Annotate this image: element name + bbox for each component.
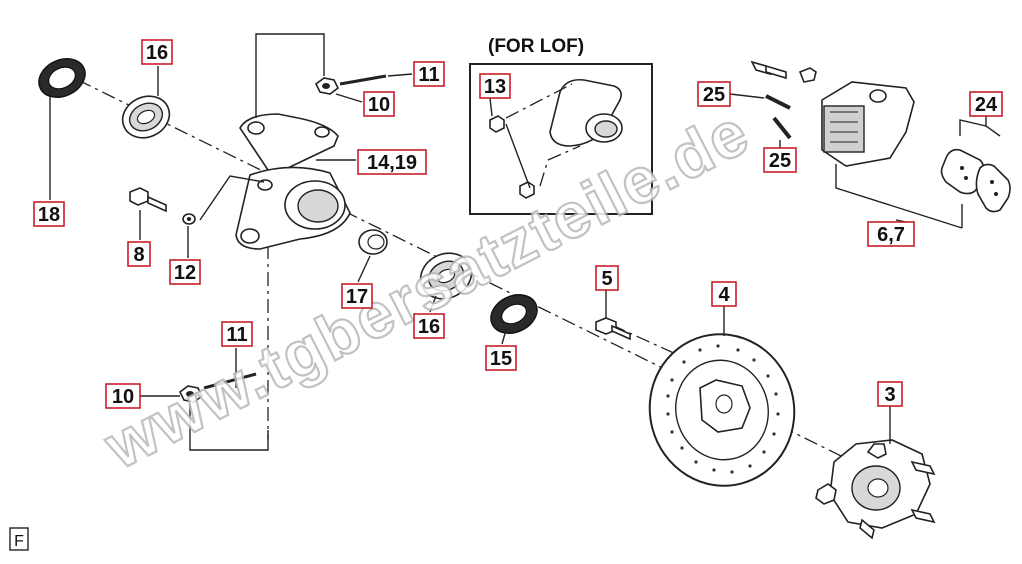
callout-25-upper-text: 25 (703, 84, 725, 106)
brake-disc-4 (648, 333, 796, 487)
cotter-pin-11-lower (203, 372, 257, 390)
callout-5: 5 (595, 265, 619, 291)
callout-16-upper-text: 16 (146, 42, 168, 64)
callout-6-7-text: 6,7 (877, 224, 905, 246)
callout-24-text: 24 (975, 94, 998, 116)
callout-10-upper: 10 (363, 91, 395, 117)
inset-for-lof (469, 63, 653, 215)
callout-17: 17 (341, 283, 373, 309)
callout-10-upper-text: 10 (368, 94, 390, 116)
bearing-16-lower (419, 252, 473, 300)
bearing-16-upper (121, 95, 171, 139)
callout-15: 15 (485, 345, 517, 371)
brake-pads-24 (940, 148, 1011, 213)
callout-10-lower: 10 (105, 383, 141, 409)
brake-caliper-6-7 (750, 60, 915, 167)
callout-6-7: 6,7 (867, 221, 915, 247)
callout-4-text: 4 (718, 284, 730, 306)
callout-24: 24 (969, 91, 1003, 117)
corner-mark: F (9, 527, 29, 551)
callout-18: 18 (33, 201, 65, 227)
caliper-bolt-25-lower (772, 116, 792, 140)
bolt-8 (129, 187, 167, 213)
callout-11-upper: 11 (413, 61, 445, 87)
callout-18-text: 18 (38, 204, 60, 226)
castle-nut-10-lower (178, 385, 204, 403)
oil-seal-15 (490, 294, 538, 334)
callout-11-lower: 11 (221, 321, 253, 347)
callout-16-upper: 16 (141, 39, 173, 65)
callout-5-text: 5 (601, 268, 612, 290)
callout-12-text: 12 (174, 262, 196, 284)
callout-labels: 18 16 8 12 11 10 14,19 17 16 15 11 10 13… (33, 39, 1003, 409)
inset-title: (FOR LOF) (488, 36, 584, 57)
callout-25-lower-text: 25 (769, 150, 791, 172)
callout-8: 8 (127, 241, 151, 267)
callout-15-text: 15 (490, 348, 512, 370)
callout-16-lower-text: 16 (418, 316, 440, 338)
callout-25-lower: 25 (763, 147, 797, 173)
castle-nut-10-upper (314, 77, 340, 95)
callout-12: 12 (169, 259, 201, 285)
callout-3: 3 (877, 381, 903, 407)
callout-11-lower-text: 11 (226, 324, 247, 346)
leader-lines (49, 33, 1001, 451)
wheel-hub-3 (815, 439, 936, 540)
cotter-pin-11-upper (339, 74, 387, 86)
washer-12 (182, 213, 196, 225)
callout-16-lower: 16 (413, 313, 445, 339)
callout-14-19: 14,19 (357, 149, 427, 175)
oil-seal-18 (38, 58, 86, 98)
spacer-17 (358, 229, 388, 255)
callout-14-19-text: 14,19 (367, 152, 417, 174)
callout-8-text: 8 (133, 244, 144, 266)
callout-25-upper: 25 (697, 81, 731, 107)
callout-10-lower-text: 10 (112, 386, 134, 408)
callout-13: 13 (479, 73, 511, 99)
bolt-5 (595, 317, 631, 341)
corner-mark-text: F (14, 533, 24, 550)
callout-4: 4 (711, 281, 737, 307)
caliper-bolt-25-upper (765, 94, 791, 110)
callout-17-text: 17 (346, 286, 368, 308)
steering-knuckle (235, 113, 351, 250)
callout-13-text: 13 (484, 76, 506, 98)
callout-11-upper-text: 11 (418, 64, 439, 86)
callout-3-text: 3 (884, 384, 895, 406)
